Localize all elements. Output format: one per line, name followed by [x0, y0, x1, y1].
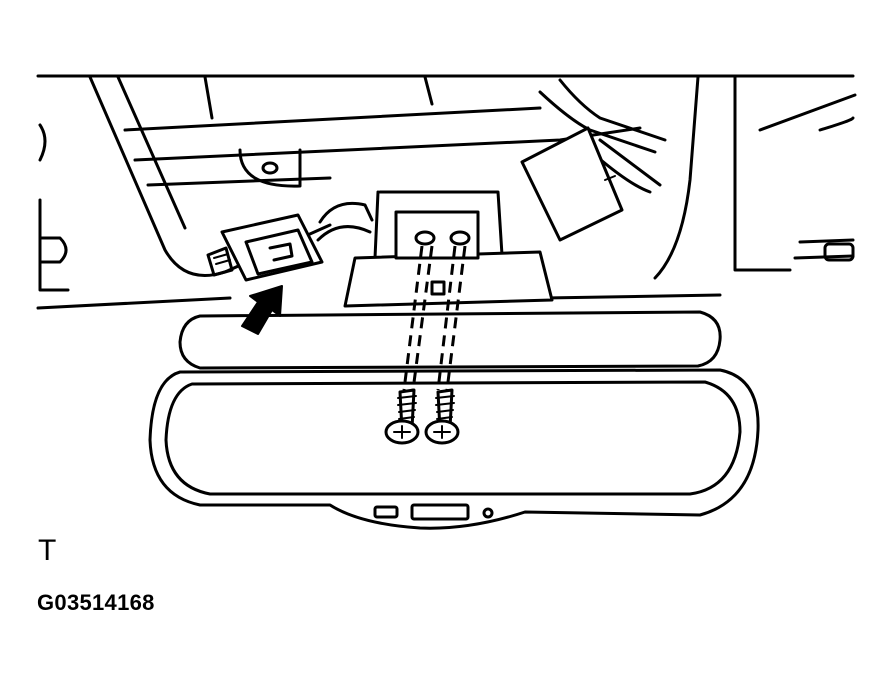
screw-icon	[384, 388, 420, 445]
view-letter: T	[38, 534, 57, 567]
headliner-pad	[178, 310, 722, 370]
wire-harness	[316, 78, 667, 242]
screw-icon	[424, 388, 460, 445]
figure-code: G03514168	[37, 590, 155, 615]
screw-alignment-lines	[402, 245, 467, 391]
roof-structure	[36, 74, 857, 310]
arrow-icon	[241, 285, 283, 335]
connector	[206, 213, 324, 282]
rear-view-mirror	[148, 368, 760, 530]
